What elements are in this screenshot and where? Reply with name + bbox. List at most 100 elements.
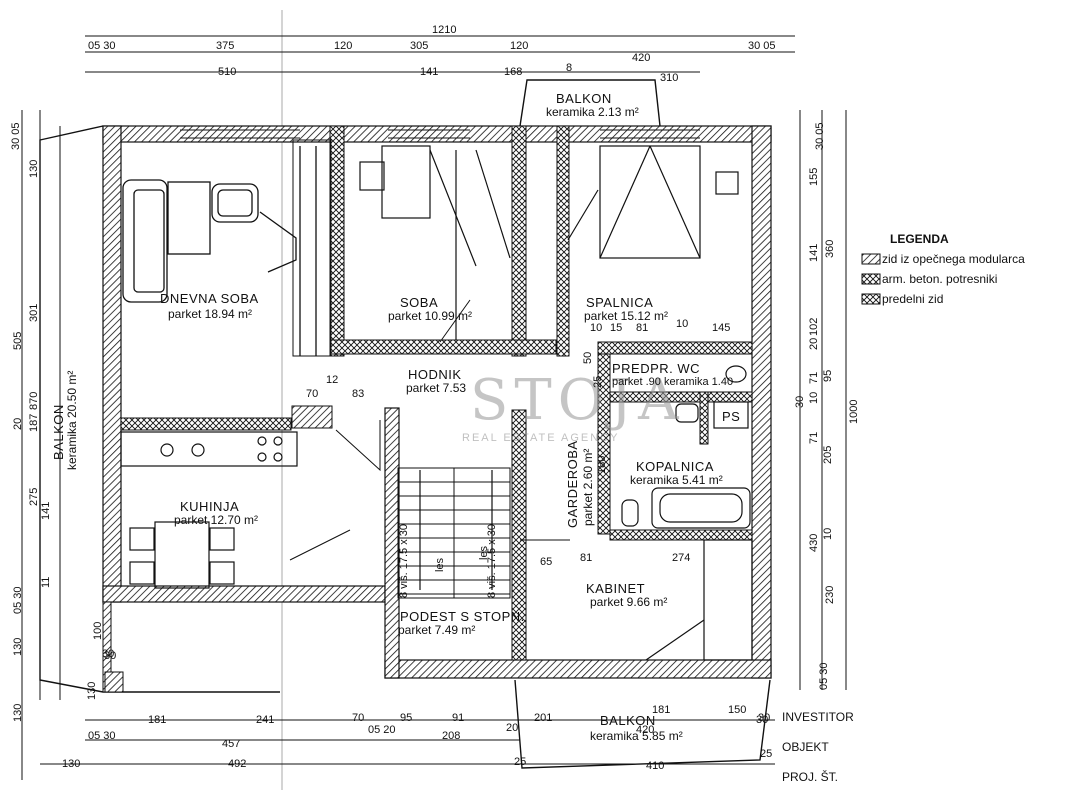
dim-top1-6: 30 05 [748, 40, 776, 52]
dim-inner-1: 12 [326, 374, 339, 386]
dim-bot1-6: 20 [506, 722, 519, 734]
room-area-dnevna: parket 18.94 m² [168, 307, 253, 321]
dim-left-13: 130 [12, 703, 24, 722]
watermark-tagline: REAL ESTATE AGENCY [462, 432, 620, 444]
dim-bot3-0: 130 [62, 758, 81, 770]
room-area-predpr: parket .90 keramika 1.40 [612, 376, 734, 388]
dim-top1-3: 305 [410, 40, 429, 52]
stair-label-a: 8 viš. 17.5 x 30 [398, 524, 410, 598]
soba-furniture [359, 145, 511, 340]
dim-inner-10: 274 [672, 552, 691, 564]
dim-inner-15: 30 [756, 714, 769, 726]
room-area-soba: parket 10.99 m² [388, 309, 473, 323]
dim-right-15: 230 [824, 585, 836, 604]
room-name-balkon-top: BALKON [556, 91, 612, 106]
dim-bot1-10: 30 [758, 712, 771, 724]
dim-right-1: 155 [808, 167, 820, 186]
dim-left-3: 301 [28, 303, 40, 322]
room-name-kabinet: KABINET [586, 581, 646, 596]
stair-label-b: 8 viš. 17.5 x 30 [486, 524, 498, 598]
dim-right-4: 102 [808, 317, 820, 336]
room-name-soba: SOBA [400, 295, 439, 310]
spalnica-furniture [567, 145, 739, 259]
room-name-balkon-left: BALKON [51, 404, 66, 460]
dim-inner-4: 15 [610, 322, 623, 334]
doors [289, 299, 570, 561]
dim-bot2-4: 25 [514, 756, 527, 768]
dim-top2-2: 168 [504, 66, 523, 78]
dim-bot1-3: 05 20 [368, 724, 396, 736]
dim-right-11: 71 [808, 431, 820, 444]
dim-bot2-3: 420 [636, 724, 655, 736]
dim-inner-14: 30 [102, 648, 115, 660]
room-name-ps: PS [722, 409, 741, 424]
staircase [397, 467, 511, 599]
windows [180, 129, 700, 139]
dim-inner-12: 50 [582, 351, 594, 364]
room-name-spalnica: SPALNICA [586, 295, 654, 310]
bathroom-fixtures [621, 365, 751, 529]
dim-bot1-2: 70 [352, 712, 365, 724]
dim-top1-1: 375 [216, 40, 235, 52]
dim-inner-9: 81 [580, 552, 593, 564]
legend-title: LEGENDA [890, 232, 949, 246]
room-area-balkon-left: keramika 20.50 m² [65, 370, 79, 470]
dim-bot1-7: 201 [534, 712, 553, 724]
balcony-top-outline [519, 79, 661, 127]
dim-right-2: 141 [808, 243, 820, 262]
watermark-logo: STOJA [470, 368, 685, 433]
dim-left-6: 187 [28, 413, 40, 432]
dim-top2-1: 141 [420, 66, 439, 78]
dim-left-0: 30 05 [10, 122, 22, 150]
room-area-balkon-bottom: keramika 5.85 m² [590, 729, 683, 743]
dim-right-7: 95 [822, 369, 834, 382]
dim-bot3-2: 410 [646, 760, 665, 772]
room-area-garderoba: parket 2.60 m² [581, 448, 595, 526]
dim-top-total: 1210 [432, 24, 457, 36]
dim-top1-2: 120 [334, 40, 353, 52]
dim-right-13: 430 [808, 533, 820, 552]
dim-bot1-9: 150 [728, 704, 747, 716]
room-name-kuhinja: KUHINJA [180, 499, 240, 514]
room-name-dnevna: DNEVNA SOBA [160, 291, 259, 306]
dim-right-0: 30 05 [814, 122, 826, 150]
kabinet-furniture [645, 539, 753, 661]
room-name-kopalnica: KOPALNICA [636, 459, 714, 474]
living-furniture [122, 146, 317, 356]
stair-les-a: les [434, 557, 446, 572]
dim-inner-5: 81 [636, 322, 649, 334]
titleblock-object: OBJEKT [782, 740, 829, 754]
dim-top2-0: 510 [218, 66, 237, 78]
dim-bot3-1: 492 [228, 758, 247, 770]
dim-right-14: 10 [822, 527, 834, 540]
dim-right-6: 71 [808, 371, 820, 384]
dim-left-5: 20 [12, 417, 24, 430]
stair-les-b: les [478, 545, 490, 560]
dim-right-16: 05 30 [818, 662, 830, 690]
dim-right-8: 10 [808, 391, 820, 404]
dim-top1-0: 05 30 [88, 40, 116, 52]
dim-left-10: 05 30 [12, 586, 24, 614]
room-area-kopalnica: keramika 5.41 m² [630, 473, 723, 487]
room-name-podest: PODEST S STOPN. [400, 609, 525, 624]
kitchen-furniture [120, 431, 298, 589]
dim-inner-3: 10 [590, 322, 603, 334]
dim-top2-4: 310 [660, 72, 679, 84]
room-area-kabinet: parket 9.66 m² [590, 595, 668, 609]
dim-top2-3: 8 [566, 62, 573, 74]
dim-right-12: 205 [822, 445, 834, 464]
dim-left-2: 505 [12, 331, 24, 350]
dim-bot1-1: 241 [256, 714, 275, 726]
dim-left-1: 130 [28, 159, 40, 178]
dim-right-3: 360 [824, 239, 836, 258]
dim-inner-7: 145 [712, 322, 731, 334]
dim-bot2-0: 05 30 [88, 730, 116, 742]
room-name-hodnik: HODNIK [408, 367, 462, 382]
dim-bot2-1: 457 [222, 738, 241, 750]
dim-left-12: 100 [92, 621, 104, 640]
room-area-balkon-top: keramika 2.13 m² [546, 105, 639, 119]
balcony-corner-post [104, 671, 124, 693]
dim-inner-11: 180 [596, 455, 608, 474]
dimension-lines [21, 35, 847, 780]
